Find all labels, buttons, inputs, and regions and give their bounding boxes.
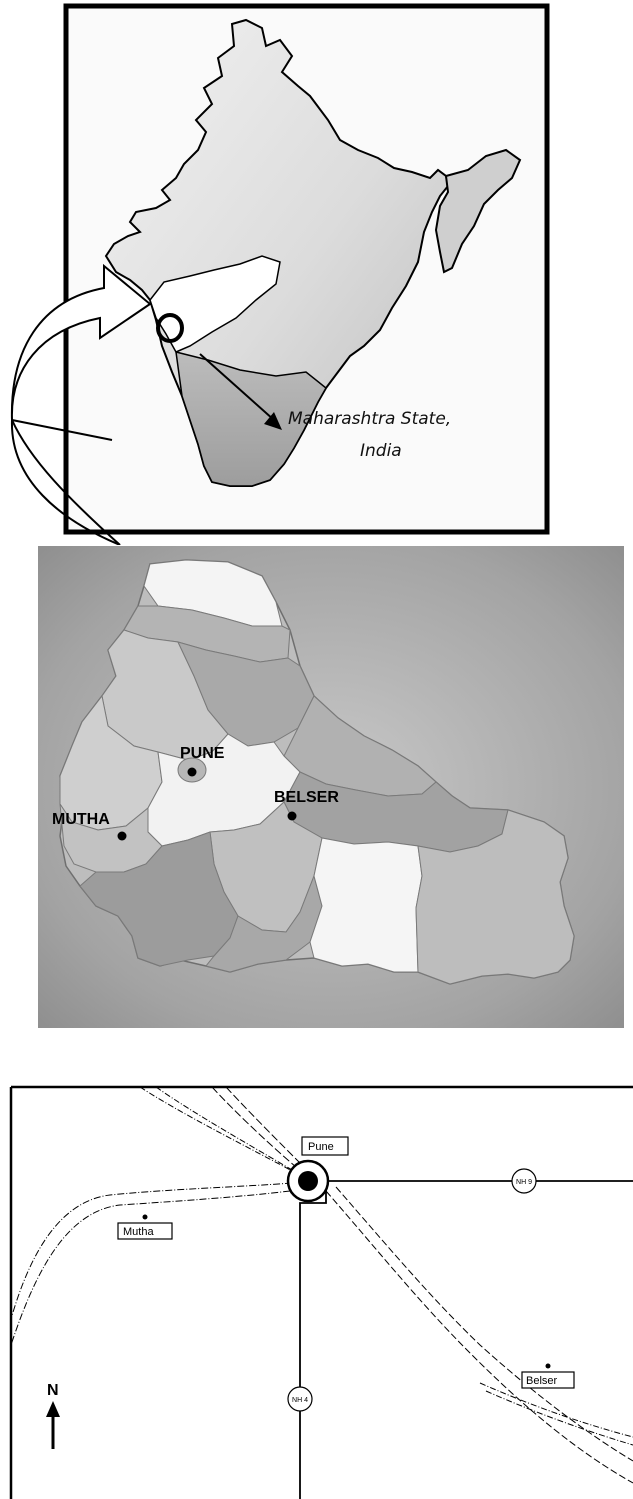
district-region-south [205, 874, 323, 973]
india-map-svg: Maharashtra State, India [10, 3, 550, 545]
district-map-svg: MUTHA PUNE BELSER [38, 546, 624, 1028]
belser-label: BELSER [274, 789, 339, 806]
road-map-svg: Pune Mutha Belser NH 9 NH 4 N [9, 1085, 633, 1499]
district-region-far-east [415, 809, 575, 985]
mutha-location-dot [117, 831, 127, 841]
caption-line-2: India [360, 441, 402, 461]
pointer-line [199, 353, 275, 421]
pune-label: PUNE [180, 745, 225, 762]
pune-label-box [301, 1136, 349, 1156]
south-india-region [175, 351, 327, 487]
dashed-road-south [479, 1382, 633, 1446]
mutha-town-label: Mutha [123, 1226, 154, 1238]
road-map-panel: Pune Mutha Belser NH 9 NH 4 N [0, 1083, 633, 1499]
nh4-shield-icon [287, 1386, 313, 1412]
dashed-road-north [139, 1086, 305, 1178]
mutha-town-dot [142, 1214, 148, 1220]
district-map-panel: MUTHA PUNE BELSER [38, 546, 624, 1028]
nh4-shield-label: NH 4 [292, 1397, 308, 1404]
caption-line-1: Maharashtra State, [288, 409, 451, 429]
belser-town-label: Belser [526, 1375, 558, 1387]
northeast-region [434, 148, 522, 274]
pune-city-marker-dot [298, 1171, 318, 1191]
north-label: N [47, 1382, 59, 1399]
india-map-panel: Maharashtra State, India [0, 0, 633, 545]
dashed-road-southeast [325, 1186, 633, 1484]
belser-location-dot [287, 811, 297, 821]
highway-nh4-line [299, 1181, 327, 1499]
belser-town-dot [545, 1363, 551, 1369]
curved-pointer-arrow-icon [10, 263, 152, 545]
location-circle-icon [156, 313, 184, 343]
pune-location-dot [187, 767, 197, 777]
mutha-label-box [117, 1222, 173, 1240]
dashed-road-west [10, 1182, 293, 1346]
nh9-shield-icon [511, 1168, 537, 1194]
belser-label-box [521, 1371, 575, 1389]
mutha-label: MUTHA [52, 811, 110, 828]
pointer-arrowhead-icon [264, 412, 282, 430]
district-region-southeast [309, 837, 423, 973]
dashed-road-north-2 [211, 1086, 307, 1170]
nh9-shield-label: NH 9 [516, 1179, 532, 1186]
north-arrow-icon [46, 1401, 60, 1449]
pune-town-label: Pune [308, 1141, 334, 1153]
